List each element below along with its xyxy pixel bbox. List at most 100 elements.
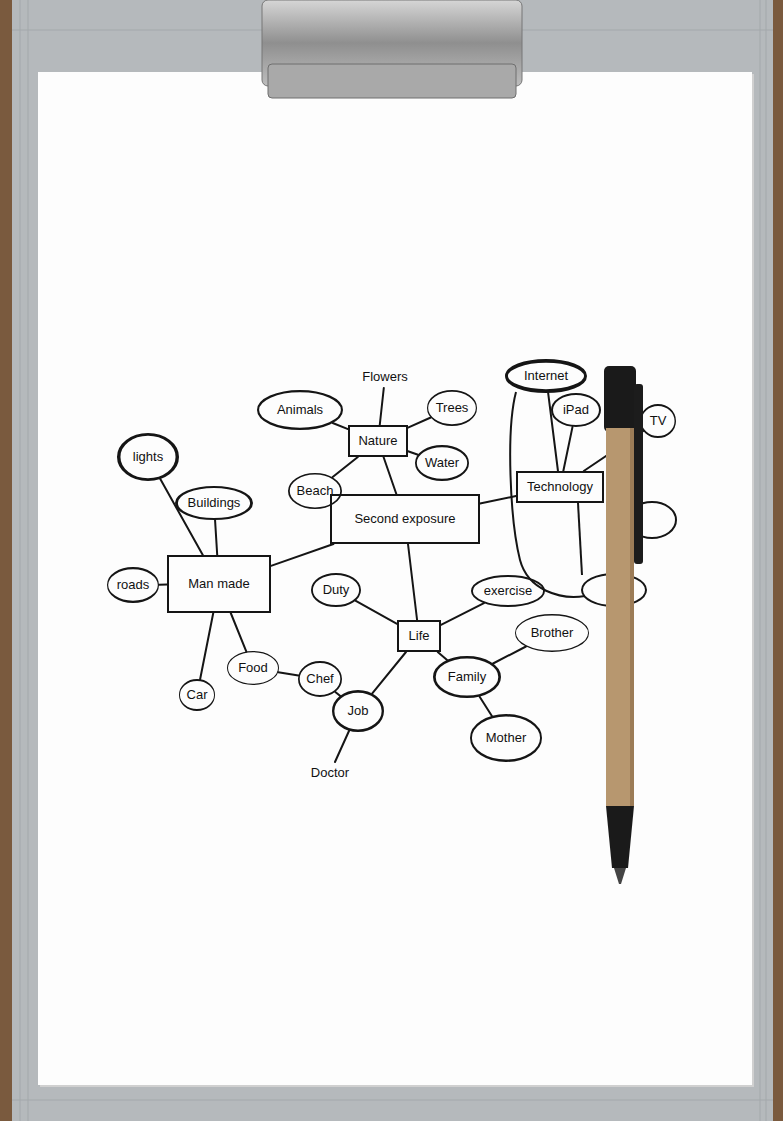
connector-line	[335, 692, 340, 696]
idea-ellipse: Car	[179, 679, 215, 711]
ellipse-shape	[515, 615, 588, 651]
idea-ellipse: Internet	[505, 359, 587, 393]
idea-ellipse: TV	[640, 404, 676, 438]
node-label: Man made	[188, 577, 249, 591]
node-label: Flowers	[362, 370, 408, 384]
connector-line	[231, 613, 247, 652]
connector-line	[271, 544, 333, 566]
connector-line	[441, 603, 484, 625]
node-label: Internet	[524, 369, 568, 383]
leader-line	[510, 392, 585, 597]
board-grain	[12, 0, 773, 1121]
topic-box: Man made	[167, 555, 271, 613]
ellipse-shape	[228, 652, 279, 685]
node-label: Chef	[306, 672, 333, 686]
node-label: Mother	[486, 731, 526, 745]
grain-line	[28, 0, 29, 1121]
idea-ellipse: Chef	[298, 661, 342, 697]
ellipse-shape	[119, 434, 178, 479]
connector-line	[584, 431, 644, 471]
grain-line	[760, 0, 761, 1121]
connector-line	[493, 646, 526, 663]
paper-sheet	[38, 72, 752, 1085]
ellipse-shape	[472, 576, 544, 606]
idea-ellipse: Brother	[515, 614, 589, 652]
ellipse-shape	[176, 487, 251, 519]
idea-ellipse: Trees	[427, 390, 477, 426]
pen-barrel	[606, 428, 634, 806]
connector-line	[438, 652, 447, 660]
node-label: Beach	[297, 484, 334, 498]
connector-line	[563, 427, 572, 471]
idea-ellipse: Animals	[257, 390, 343, 430]
pen-clip	[634, 384, 643, 564]
idea-ellipse: Buildings	[175, 486, 253, 520]
idea-ellipse: roads	[107, 567, 159, 603]
idea-ellipse: Food	[227, 651, 279, 685]
hidden-ellipse	[628, 502, 676, 538]
idea-ellipse: lights	[117, 433, 179, 481]
node-label: iPad	[563, 403, 589, 417]
idea-ellipse: iPad	[551, 393, 601, 427]
ellipse-shape	[506, 361, 585, 391]
connector-line	[380, 388, 384, 425]
node-label: Doctor	[311, 766, 349, 780]
ellipse-shape	[179, 680, 214, 710]
node-label: Duty	[323, 583, 350, 597]
connector-line	[335, 731, 349, 762]
leader-line	[578, 503, 582, 575]
node-label: exercise	[484, 584, 532, 598]
node-label: Second exposure	[354, 512, 455, 526]
node-label: Water	[425, 456, 459, 470]
connector-line	[159, 584, 167, 586]
ellipse-shape	[312, 574, 360, 606]
connector-line	[384, 457, 397, 494]
connector-line	[408, 451, 418, 454]
grain-line	[766, 0, 767, 1121]
grain-line	[12, 1100, 773, 1101]
node-label: Animals	[277, 403, 323, 417]
ellipse-shape	[641, 405, 676, 437]
node-label: Buildings	[188, 496, 241, 510]
ellipse-shape	[471, 715, 541, 760]
connector-line	[480, 496, 516, 503]
node-label: Trees	[436, 401, 469, 415]
idea-ellipse: Water	[415, 445, 469, 481]
pen-barrel-shade	[630, 428, 634, 806]
topic-box: Life	[397, 620, 441, 652]
ellipse-shape	[552, 394, 600, 426]
pen-cap	[604, 366, 636, 432]
node-label: Food	[238, 661, 268, 675]
plain-node: Doctor	[305, 764, 355, 782]
node-label: Family	[448, 670, 486, 684]
clipboard-board	[12, 0, 773, 1121]
connector-line	[479, 697, 491, 716]
connector-line	[215, 520, 217, 555]
node-label: Car	[187, 688, 208, 702]
pen-tip	[614, 868, 626, 884]
connector-line	[355, 601, 397, 624]
connector-line	[372, 652, 406, 693]
ellipse-shape	[289, 474, 341, 509]
topic-box: Nature	[348, 425, 408, 457]
grain-line	[20, 0, 21, 1121]
idea-ellipse: Job	[332, 690, 384, 732]
clip-lip	[268, 64, 516, 98]
idea-ellipse: Duty	[311, 573, 361, 607]
node-label: roads	[117, 578, 150, 592]
node-label: TV	[650, 414, 667, 428]
plain-node: Flowers	[357, 368, 413, 386]
node-label: Technology	[527, 480, 593, 494]
topic-box: Second exposure	[330, 494, 480, 544]
node-label: Brother	[531, 626, 574, 640]
node-label: Job	[348, 704, 369, 718]
idea-ellipse: Beach	[288, 473, 342, 509]
ellipse-shape	[258, 391, 342, 429]
ellipse-shape	[416, 446, 468, 480]
